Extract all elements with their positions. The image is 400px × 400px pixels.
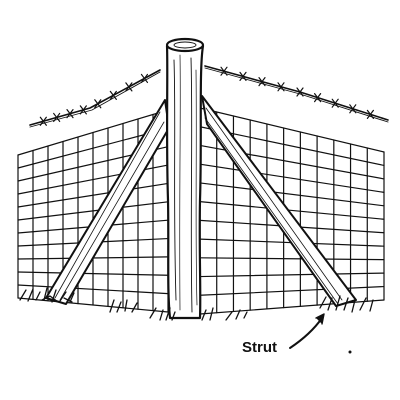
strut-callout-arrow xyxy=(289,313,325,349)
ink-dot xyxy=(348,350,352,354)
strut-label: Strut xyxy=(242,339,277,356)
barb xyxy=(39,116,47,126)
mesh-horizontal-wire xyxy=(199,107,385,153)
barb xyxy=(53,112,61,123)
mesh-horizontal-wire xyxy=(199,299,385,315)
mesh-horizontal-wire xyxy=(199,201,385,220)
barb xyxy=(109,90,117,100)
barbed-wire-right xyxy=(204,65,389,123)
strut-right xyxy=(201,95,357,307)
mesh-horizontal-wire xyxy=(199,163,385,193)
corner-post xyxy=(165,37,205,320)
barb xyxy=(239,71,247,82)
grass-tufts xyxy=(19,287,374,321)
barb xyxy=(66,109,74,119)
mesh-horizontal-wire xyxy=(199,272,385,278)
barb xyxy=(220,66,228,76)
barb xyxy=(125,82,133,92)
mesh-horizontal-wire xyxy=(199,257,385,261)
barb xyxy=(366,109,374,120)
barb xyxy=(314,92,322,103)
barb xyxy=(349,104,357,114)
mesh-horizontal-wire xyxy=(199,182,385,207)
barb xyxy=(296,87,304,97)
barb xyxy=(79,105,87,115)
barb xyxy=(331,98,339,108)
barb xyxy=(277,82,285,92)
barb xyxy=(140,73,149,84)
mesh-horizontal-wire xyxy=(199,285,385,296)
barb xyxy=(258,76,266,87)
barbed-wire-left xyxy=(29,69,161,128)
barb xyxy=(94,99,102,109)
